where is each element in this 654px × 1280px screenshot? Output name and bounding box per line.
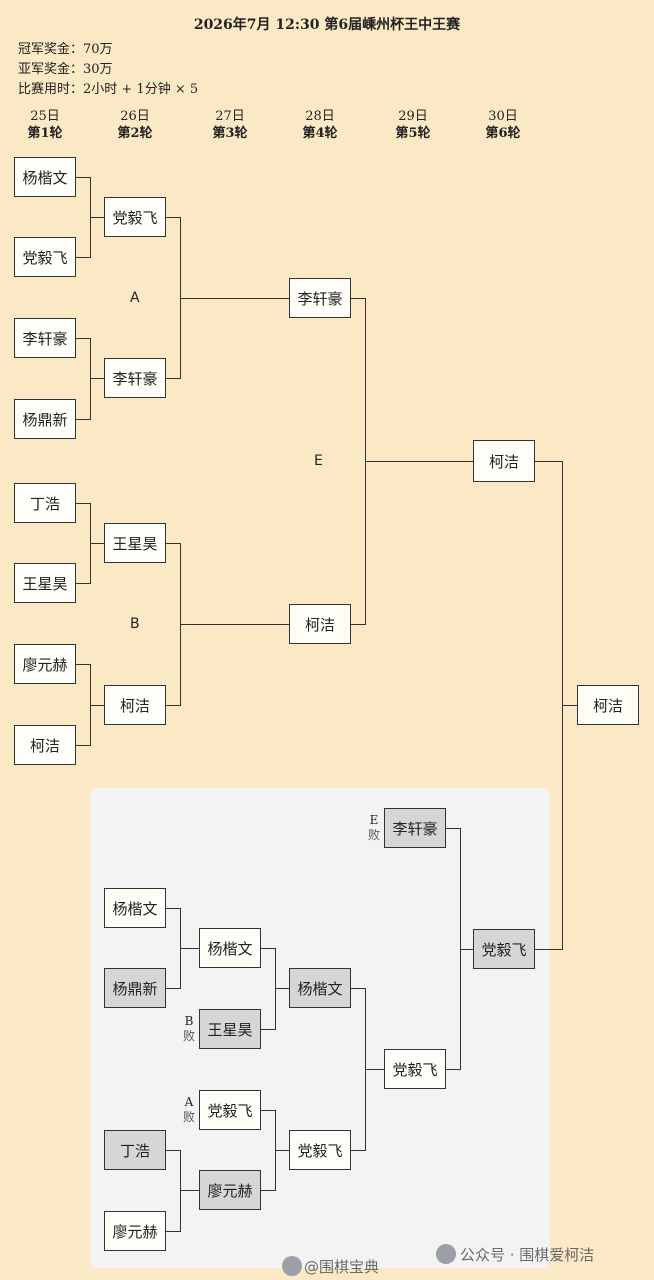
round-header-6: 30日 第6轮 (468, 108, 538, 142)
round-header-3: 27日 第3轮 (195, 108, 265, 142)
champion-prize: 冠军奖金：70万 (18, 42, 113, 57)
player-box: 李轩豪 (289, 278, 351, 318)
runnerup-prize: 亚军奖金：30万 (18, 62, 113, 77)
player-box: 丁浩 (104, 1130, 166, 1170)
time-control: 比赛用时：2小时 + 1分钟 × 5 (18, 82, 199, 97)
loser-tag-b: B 败 (182, 1014, 196, 1044)
round-date: 27日 (215, 109, 245, 124)
round-date: 25日 (30, 109, 60, 124)
round-label: 第6轮 (485, 126, 521, 141)
tag-letter: A (184, 1095, 194, 1109)
round-label: 第4轮 (302, 126, 338, 141)
player-box: 杨鼎新 (104, 968, 166, 1008)
round-header-2: 26日 第2轮 (100, 108, 170, 142)
player-box: 柯洁 (104, 685, 166, 725)
round-label: 第1轮 (27, 126, 63, 141)
page-title: 2026年7月 12:30 第6届嵊州杯王中王赛 (193, 17, 461, 33)
round-header-4: 28日 第4轮 (285, 108, 355, 142)
player-box: 杨楷文 (199, 928, 261, 968)
tag-lose: 败 (367, 828, 380, 842)
player-box: 王星昊 (14, 563, 76, 603)
tag-lose: 败 (182, 1110, 195, 1124)
label-b: B (130, 616, 140, 632)
loser-tag-a: A 败 (182, 1095, 196, 1125)
wechat-icon (436, 1244, 456, 1264)
player-box: 杨楷文 (289, 968, 351, 1008)
player-box: 杨鼎新 (14, 399, 76, 439)
round-label: 第3轮 (212, 126, 248, 141)
player-box: 杨楷文 (104, 888, 166, 928)
tag-letter: E (369, 813, 379, 827)
weibo-icon (282, 1256, 302, 1276)
round-date: 30日 (488, 109, 518, 124)
player-box: 党毅飞 (104, 197, 166, 237)
watermark-left: @围棋宝典 (304, 1258, 380, 1276)
player-box: 柯洁 (14, 725, 76, 765)
player-box: 李轩豪 (104, 358, 166, 398)
label-e: E (314, 453, 323, 469)
player-box: 党毅飞 (289, 1130, 351, 1170)
round-date: 28日 (305, 109, 335, 124)
round-header-1: 25日 第1轮 (10, 108, 80, 142)
player-box: 柯洁 (473, 440, 535, 482)
player-box: 党毅飞 (199, 1090, 261, 1130)
watermark-right: 公众号 · 围棋爱柯洁 (460, 1246, 595, 1264)
tag-letter: B (184, 1014, 194, 1028)
player-box: 党毅飞 (473, 929, 535, 969)
round-header-5: 29日 第5轮 (378, 108, 448, 142)
player-box: 廖元赫 (14, 644, 76, 684)
tag-lose: 败 (182, 1029, 195, 1043)
round-date: 26日 (120, 109, 150, 124)
player-box: 李轩豪 (384, 808, 446, 848)
champion-box: 柯洁 (577, 685, 639, 725)
round-date: 29日 (398, 109, 428, 124)
player-box: 党毅飞 (14, 237, 76, 277)
player-box: 党毅飞 (384, 1049, 446, 1089)
player-box: 丁浩 (14, 483, 76, 523)
label-a: A (130, 290, 140, 306)
player-box: 王星昊 (199, 1009, 261, 1049)
player-box: 王星昊 (104, 523, 166, 563)
loser-tag-e: E 败 (367, 813, 381, 843)
player-box: 柯洁 (289, 604, 351, 644)
player-box: 李轩豪 (14, 318, 76, 358)
player-box: 杨楷文 (14, 157, 76, 197)
round-label: 第5轮 (395, 126, 431, 141)
losers-bracket-panel (90, 788, 550, 1268)
player-box: 廖元赫 (199, 1170, 261, 1210)
round-label: 第2轮 (117, 126, 153, 141)
player-box: 廖元赫 (104, 1211, 166, 1251)
